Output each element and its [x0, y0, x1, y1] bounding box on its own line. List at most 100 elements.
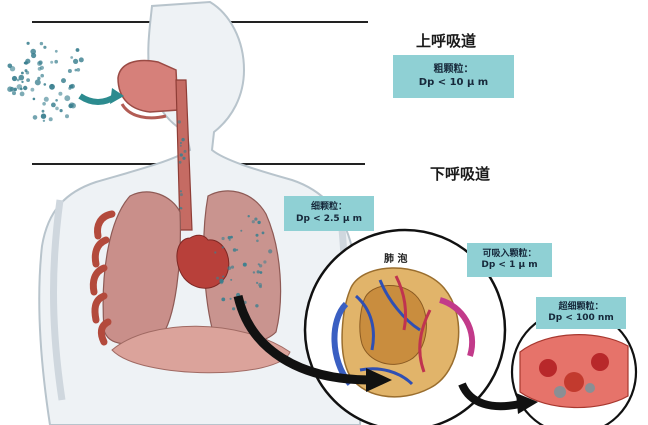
- fine-particle-size: Dp < 2.5 μ m: [284, 214, 374, 225]
- ultrafine-particle-label-box: 超细颗粒： Dp < 100 nm: [536, 297, 626, 329]
- particle-dot: [61, 78, 66, 83]
- nasal-cavity: [118, 61, 178, 112]
- particle-dot: [228, 236, 231, 239]
- particle-dot: [42, 102, 46, 106]
- inhalable-particle-label-box: 可吸入颗粒： Dp < 1 μ m: [467, 243, 552, 277]
- particle-dot: [17, 84, 23, 90]
- particle-dot: [252, 220, 255, 223]
- particle-dot: [254, 218, 257, 221]
- particle-dot: [255, 304, 258, 307]
- particle-dot: [58, 92, 62, 96]
- particle-dot: [256, 234, 259, 237]
- particle-dot: [222, 276, 224, 278]
- particle-dot: [222, 246, 224, 248]
- particle-dot: [257, 270, 260, 273]
- particle-dot: [220, 280, 224, 284]
- particle-dot: [68, 69, 72, 73]
- particle-dot: [233, 248, 237, 252]
- particle-dot: [240, 230, 242, 232]
- particle-dot: [33, 115, 38, 120]
- alveolus-label: 肺 泡: [384, 250, 407, 265]
- particle-dot: [68, 104, 73, 109]
- particle-dot: [31, 88, 35, 92]
- particle-dot: [60, 109, 63, 112]
- particle-dot: [256, 240, 259, 243]
- particle-dot: [248, 215, 250, 217]
- particle-dot: [232, 307, 235, 310]
- particle-dot: [37, 61, 42, 66]
- particle-dot: [178, 120, 181, 123]
- particle-dot: [55, 107, 59, 111]
- upper-airway-title: 上呼吸道: [416, 30, 476, 51]
- particle-dot: [50, 61, 53, 64]
- particle-dot: [26, 71, 30, 75]
- particle-dot: [64, 95, 70, 101]
- fine-particle-label-box: 细颗粒： Dp < 2.5 μ m: [284, 196, 374, 231]
- particle-dot: [49, 117, 53, 121]
- particle-dot: [230, 298, 232, 300]
- particle-dot: [179, 161, 182, 164]
- blood-vessel-illustration: [520, 335, 628, 408]
- particle-dot: [19, 75, 25, 81]
- particle-dot: [76, 48, 80, 52]
- particle-dot: [214, 251, 216, 253]
- particle-dot: [24, 62, 27, 65]
- particle-dot: [256, 282, 258, 284]
- particle-dot: [258, 283, 262, 287]
- particle-dot: [73, 59, 78, 64]
- particle-dot: [260, 271, 263, 274]
- particle-dot: [43, 120, 45, 122]
- particle-dot: [222, 237, 225, 240]
- particle-dot: [181, 138, 184, 141]
- particle-dot: [27, 42, 30, 45]
- particle-dot: [216, 277, 219, 280]
- coarse-particle-label-box: 粗颗粒： Dp < 10 μ m: [393, 55, 514, 98]
- particle-dot: [243, 263, 247, 267]
- particle-dot: [180, 142, 182, 144]
- particle-dot: [21, 72, 24, 75]
- particle-dot: [21, 81, 23, 83]
- ultrafine-particle-size: Dp < 100 nm: [536, 313, 626, 324]
- coarse-particle-size: Dp < 10 μ m: [393, 77, 514, 90]
- ultrafine-particle-name: 超细颗粒：: [536, 302, 626, 313]
- particle-dot: [184, 150, 187, 153]
- particle-dot: [51, 84, 54, 87]
- particle-dot: [180, 153, 183, 156]
- particle-dot: [180, 193, 183, 196]
- particle-dot: [77, 68, 81, 72]
- particle-dot: [7, 86, 13, 92]
- particle-dot: [40, 74, 44, 78]
- particle-dot: [8, 64, 13, 69]
- particle-dot: [69, 85, 73, 89]
- particle-dot: [182, 157, 185, 160]
- particle-dot: [55, 50, 58, 53]
- particle-dot: [180, 190, 182, 192]
- particle-dot: [33, 98, 36, 101]
- particle-dot: [221, 298, 225, 302]
- particle-dot: [42, 110, 45, 113]
- coarse-particle-name: 粗颗粒：: [393, 64, 514, 77]
- particle-dot: [51, 103, 56, 108]
- particle-dot: [179, 207, 181, 209]
- particle-dot: [65, 114, 69, 118]
- inhaled-particle-cloud: [7, 42, 84, 122]
- particle-dot: [12, 91, 16, 95]
- particle-dot: [41, 114, 46, 119]
- lower-airway-title: 下呼吸道: [430, 163, 490, 184]
- particle-dot: [262, 232, 265, 235]
- particle-dot: [258, 263, 260, 265]
- particle-dot: [54, 60, 58, 64]
- particle-dot: [23, 86, 27, 90]
- particle-dot: [40, 42, 43, 45]
- particle-dot: [31, 53, 36, 58]
- particle-dot: [263, 260, 266, 263]
- particle-dot: [43, 46, 46, 49]
- particle-dot: [227, 266, 231, 270]
- particle-dot: [13, 88, 17, 92]
- particle-dot: [44, 97, 49, 102]
- particle-dot: [26, 78, 30, 82]
- particle-dot: [44, 83, 47, 86]
- particle-dot: [253, 271, 255, 273]
- particle-dot: [20, 92, 25, 97]
